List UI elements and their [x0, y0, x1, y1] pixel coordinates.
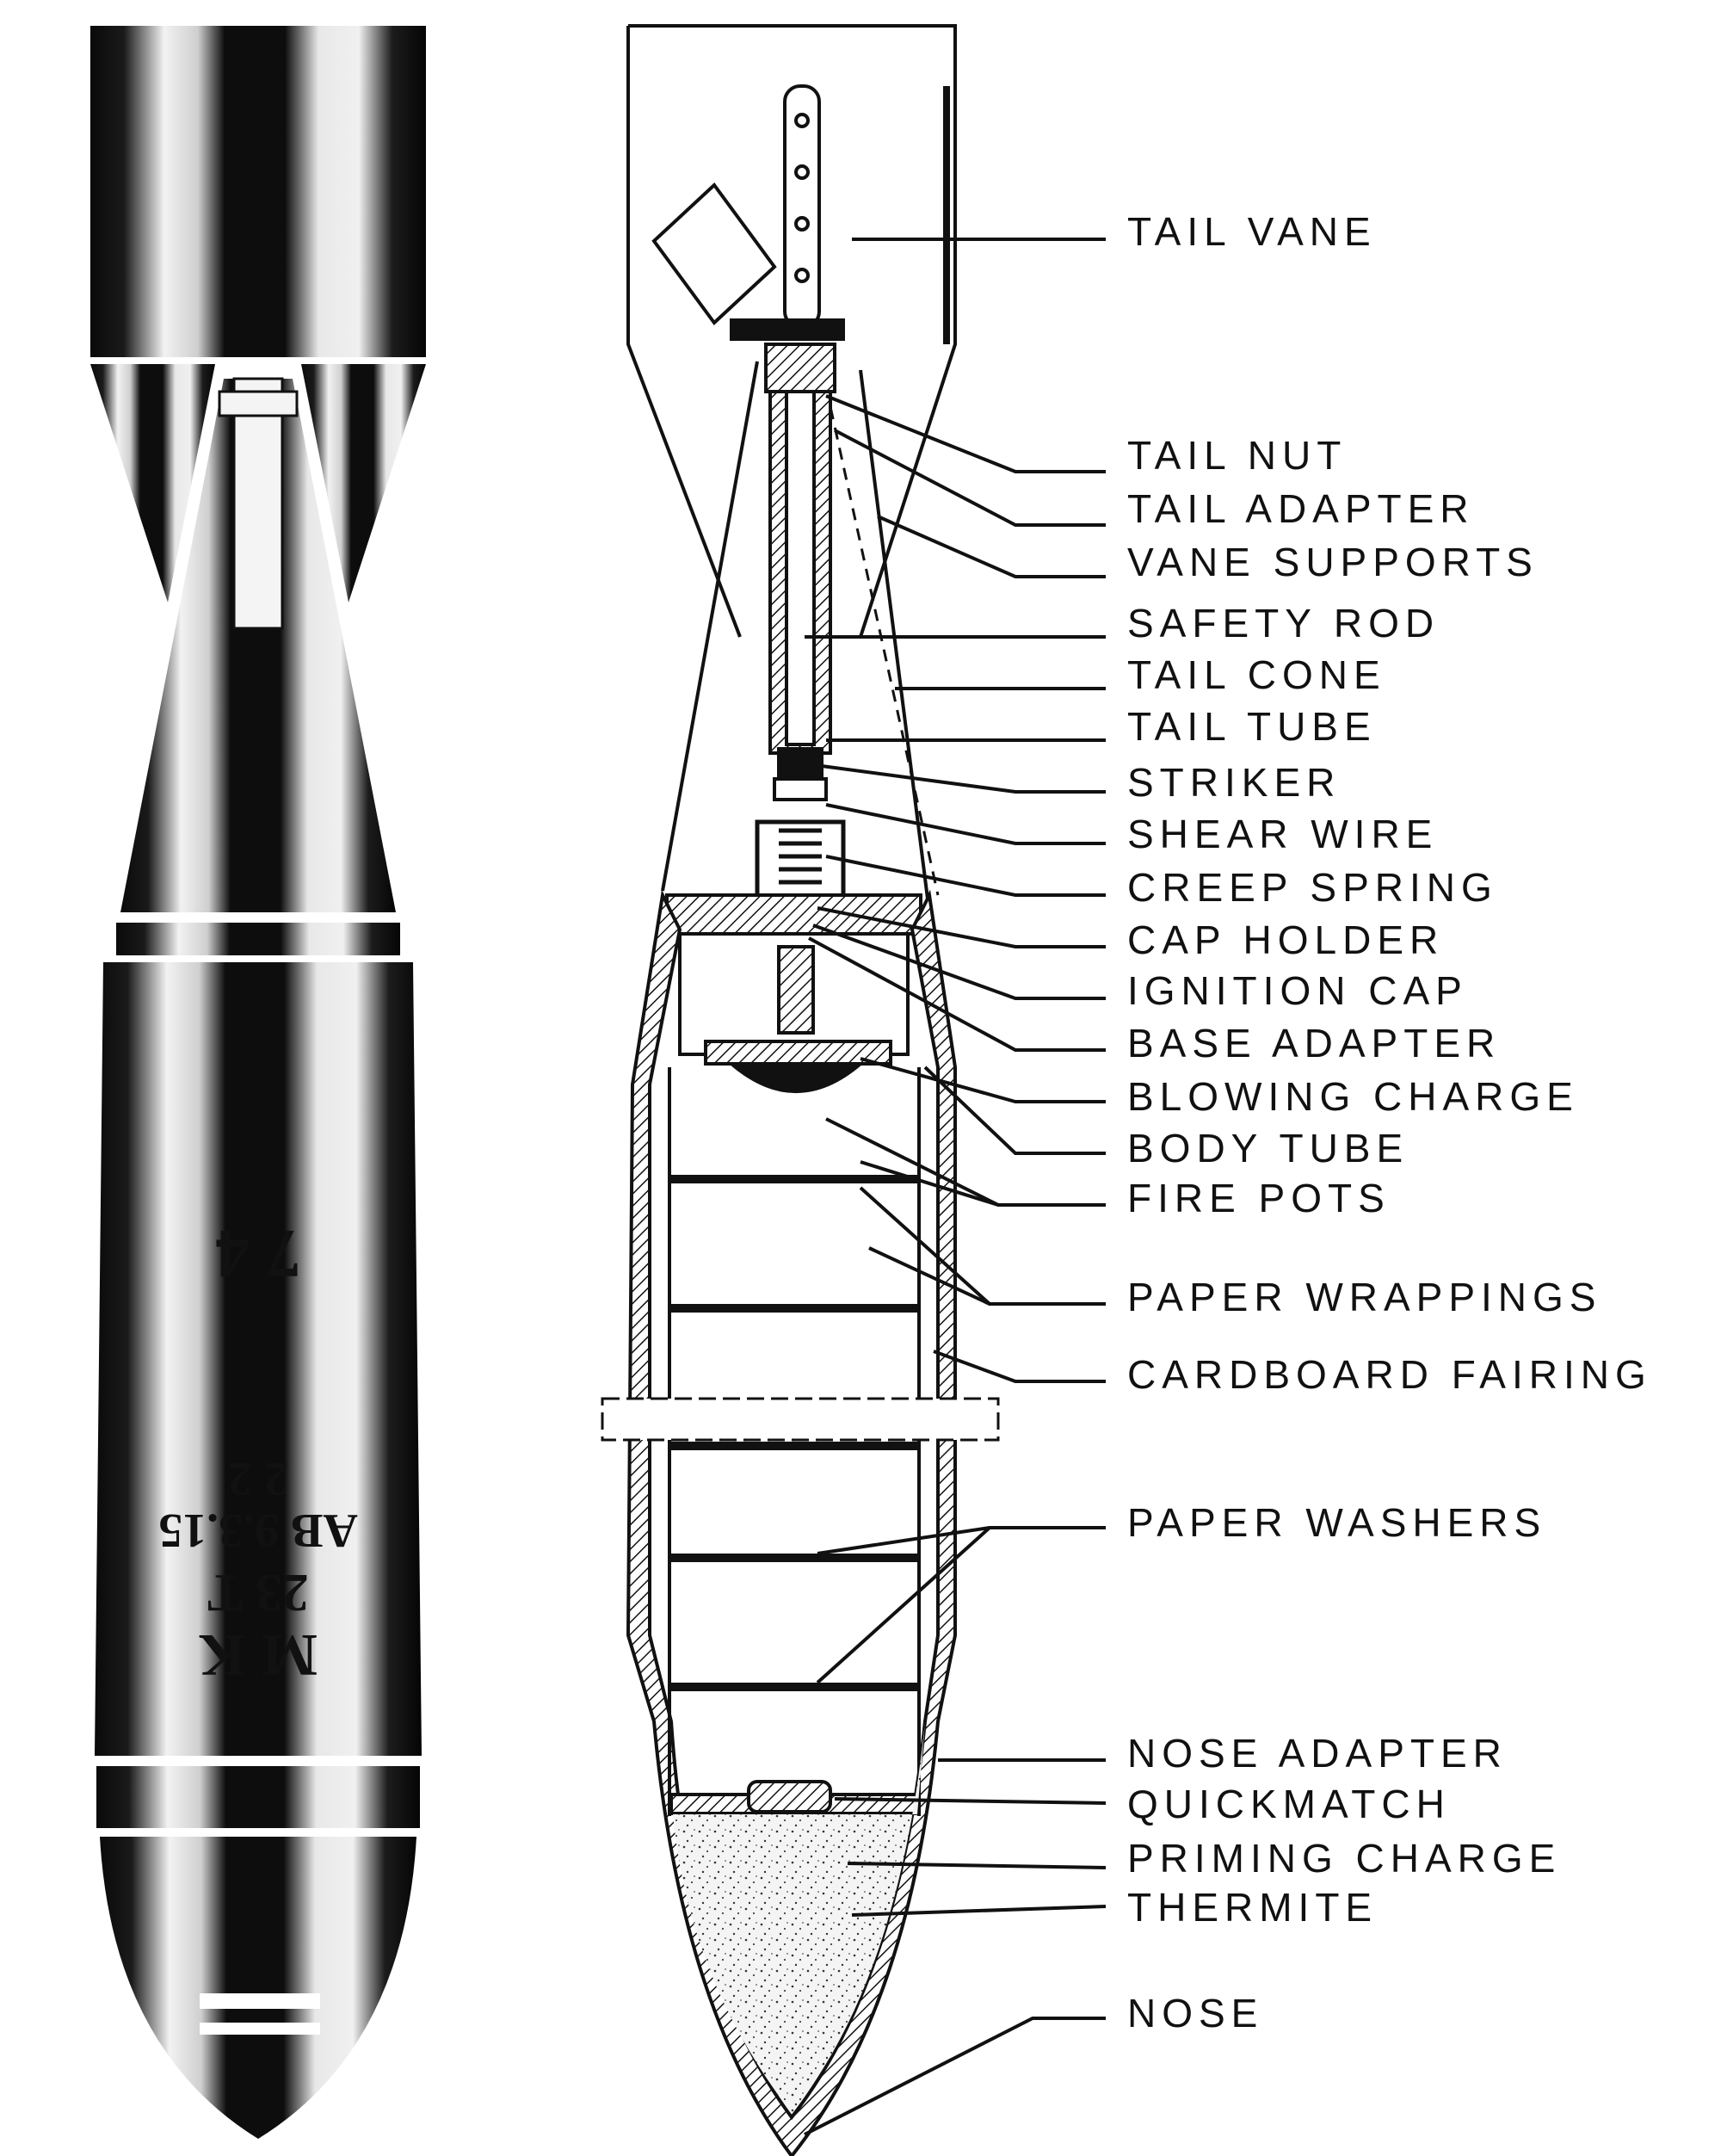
creep-spring [779, 828, 822, 885]
label-ignition-cap: IGNITION CAP [1127, 968, 1468, 1013]
label-quickmatch: QUICKMATCH [1127, 1782, 1451, 1826]
label-vane-supports: VANE SUPPORTS [1127, 540, 1539, 584]
label-paper-wrappings: PAPER WRAPPINGS [1127, 1275, 1601, 1319]
callout-labels: TAIL VANE TAIL NUT TAIL ADAPTER VANE SUP… [1127, 209, 1652, 2036]
label-safety-rod: SAFETY ROD [1127, 601, 1440, 646]
label-striker: STRIKER [1127, 760, 1341, 805]
label-thermite: THERMITE [1127, 1885, 1378, 1930]
leader-lines [804, 238, 1107, 2136]
tail-fin-outline [626, 24, 957, 638]
label-base-adapter: BASE ADAPTER [1127, 1021, 1501, 1066]
quickmatch [747, 1780, 832, 1813]
label-blowing-charge: BLOWING CHARGE [1127, 1074, 1579, 1119]
tail-vane [783, 84, 821, 329]
exterior-view: M K 23 T AB 9.3.15 2 2 7 4 [90, 26, 426, 2139]
thermite-fill [673, 1721, 925, 2113]
exterior-tail-fin [90, 26, 426, 357]
label-tail-nut: TAIL NUT [1127, 433, 1347, 478]
stencil-line2: 23 T [207, 1563, 309, 1622]
cutaway-view [601, 24, 1000, 2156]
exterior-safety-rod [232, 377, 284, 630]
label-body-tube: BODY TUBE [1127, 1126, 1409, 1171]
exterior-fin-left [90, 364, 215, 602]
cardboard-fairing-band [601, 1397, 1000, 1442]
exterior-fin-right [301, 364, 426, 602]
exterior-tail-cone [120, 379, 396, 912]
label-shear-wire: SHEAR WIRE [1127, 812, 1438, 856]
stencil-line1: M K [199, 1622, 318, 1688]
blowing-charge [730, 1062, 862, 1093]
label-creep-spring: CREEP SPRING [1127, 865, 1498, 910]
label-fire-pots: FIRE POTS [1127, 1176, 1391, 1220]
label-nose: NOSE [1127, 1991, 1263, 2036]
safety-rod [785, 347, 816, 746]
label-tail-tube: TAIL TUBE [1127, 704, 1377, 749]
label-tail-vane: TAIL VANE [1127, 209, 1377, 254]
exterior-body [95, 962, 422, 1756]
label-tail-adapter: TAIL ADAPTER [1127, 486, 1475, 531]
stencil-line3: AB 9.3.15 [158, 1504, 358, 1557]
base-adapter [665, 893, 922, 936]
label-cardboard-fairing: CARDBOARD FAIRING [1127, 1352, 1652, 1397]
label-priming-charge: PRIMING CHARGE [1127, 1836, 1561, 1881]
ignition-cap [777, 945, 815, 1035]
stencil-mark: 7 4 [215, 1215, 301, 1291]
label-nose-adapter: NOSE ADAPTER [1127, 1731, 1508, 1776]
stencil-line4: 2 2 [228, 1452, 288, 1505]
label-paper-washers: PAPER WASHERS [1127, 1500, 1546, 1545]
exterior-nose [100, 1837, 416, 2139]
label-cap-holder: CAP HOLDER [1127, 917, 1444, 962]
label-tail-cone: TAIL CONE [1127, 652, 1386, 697]
